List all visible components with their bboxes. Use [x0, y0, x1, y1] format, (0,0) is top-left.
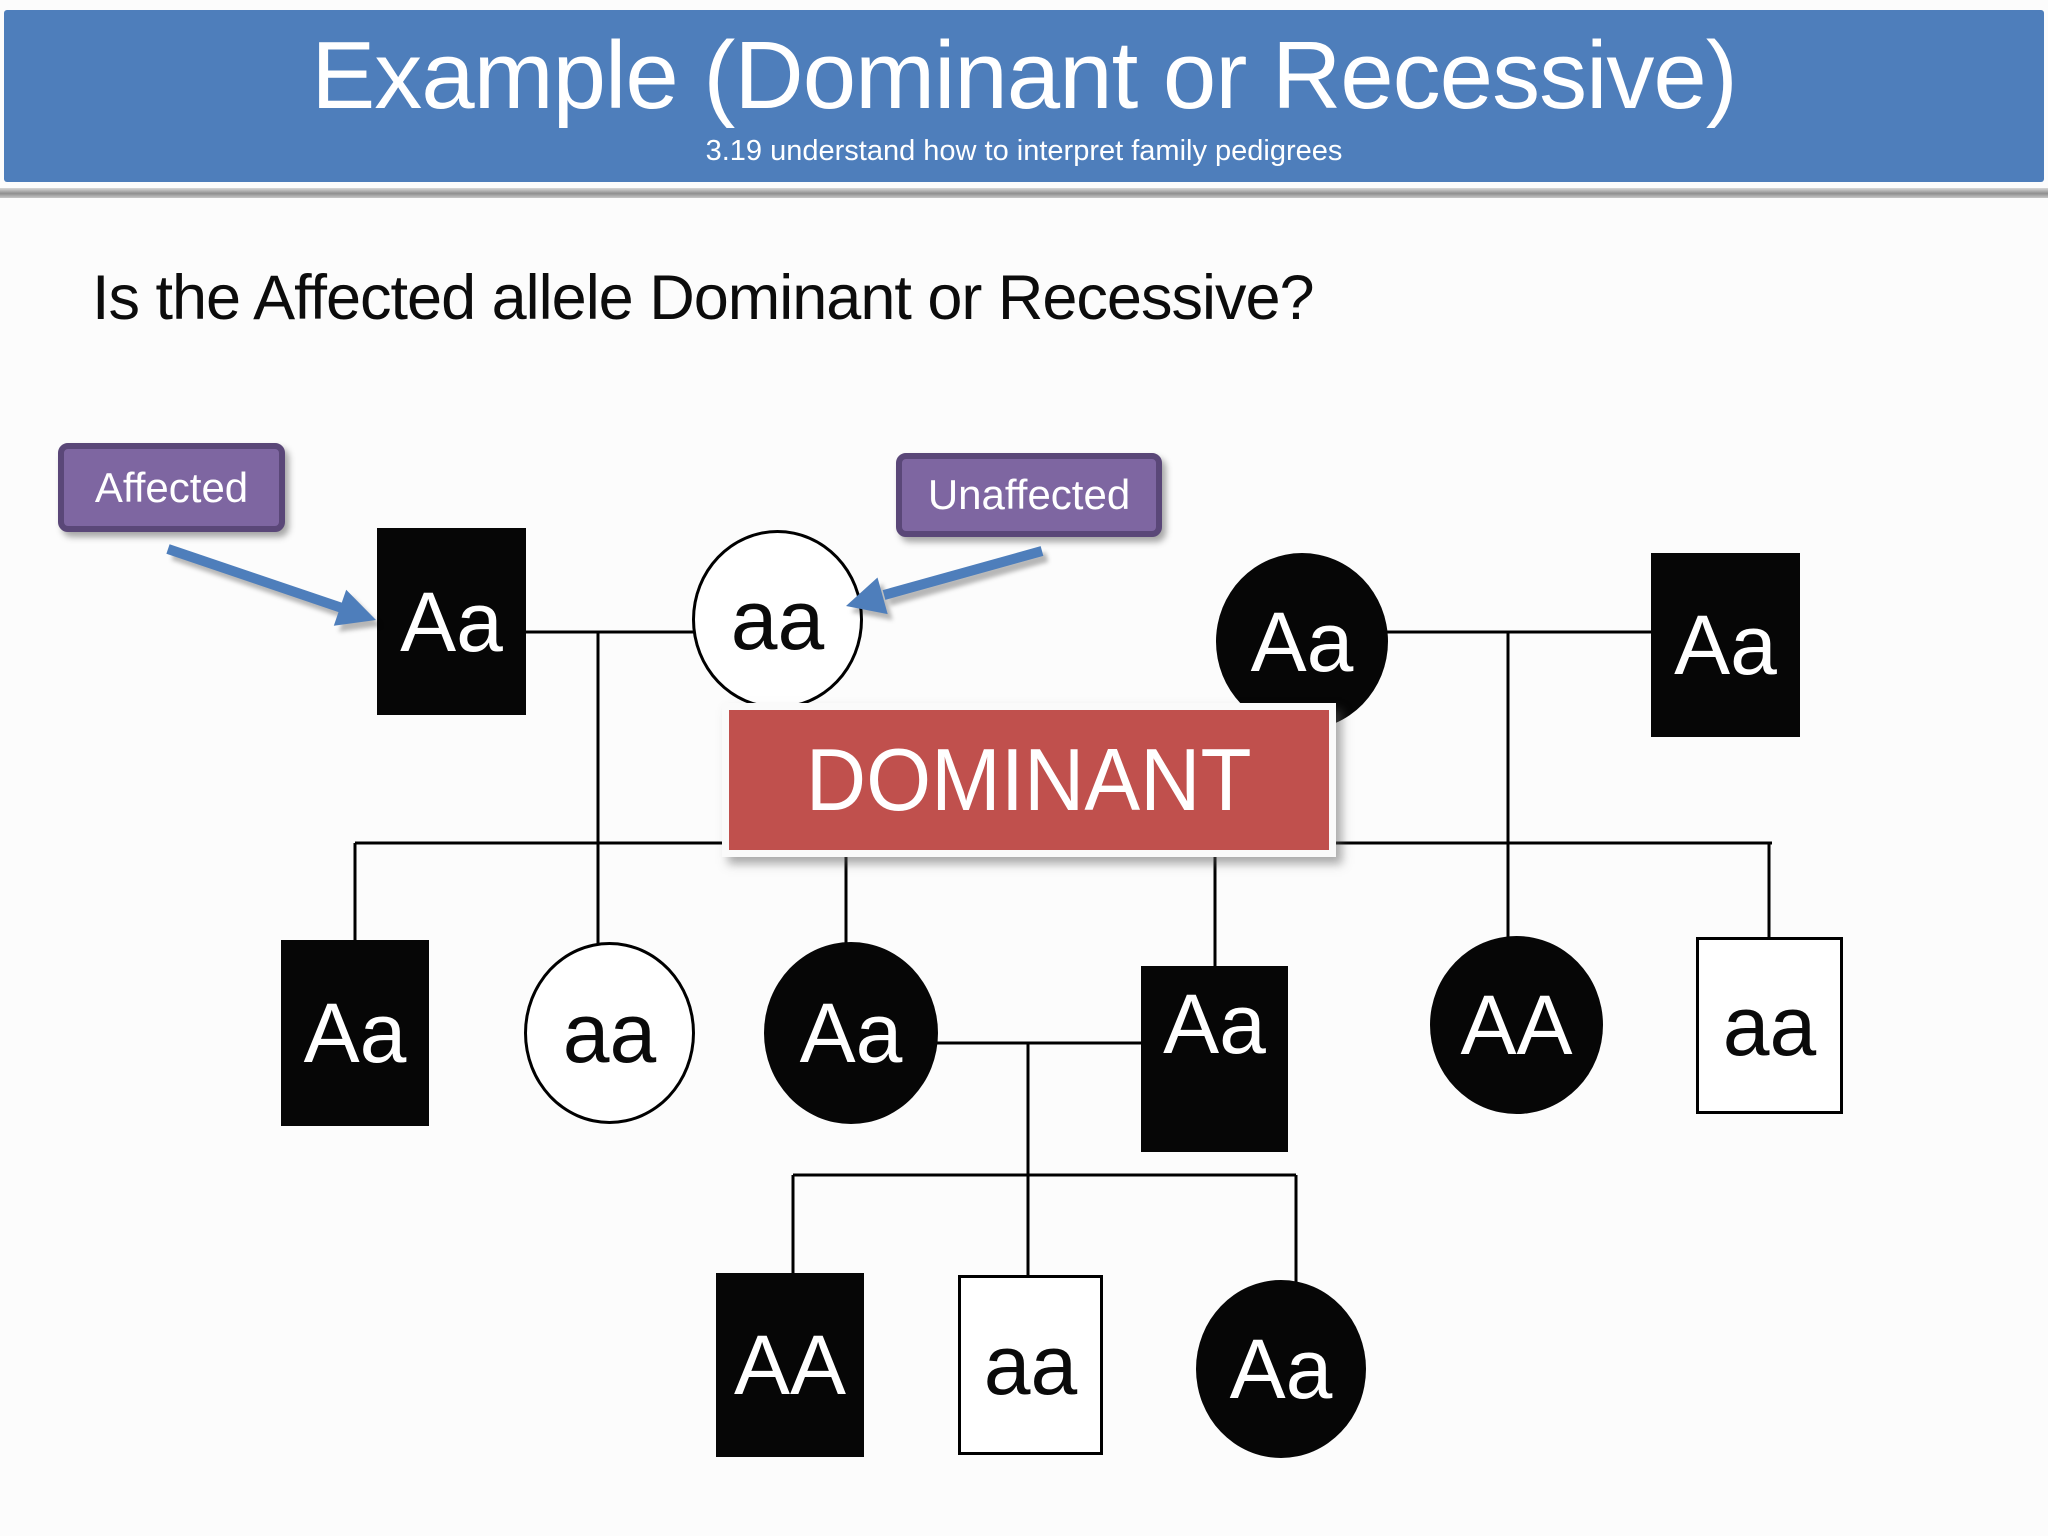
- genotype-label: Aa: [303, 986, 407, 1080]
- gen3-member-3-affected-female-circle: Aa: [1196, 1280, 1366, 1458]
- genotype-label: Aa: [799, 986, 903, 1080]
- gen1-member-3-affected-female-circle: Aa: [1216, 553, 1388, 730]
- unaffected-legend-tag: Unaffected: [896, 453, 1162, 537]
- genotype-label: Aa: [400, 574, 503, 669]
- gen1-member-4-affected-male-square: Aa: [1651, 553, 1800, 737]
- gen2-member-1-affected-male-square: Aa: [281, 940, 429, 1126]
- genotype-label: aa: [562, 986, 657, 1080]
- question-text: Is the Affected allele Dominant or Reces…: [92, 263, 1315, 333]
- genotype-label: Aa: [1674, 598, 1777, 692]
- genotype-label: AA: [1460, 978, 1573, 1072]
- gen2-member-3-affected-female-circle: Aa: [764, 942, 938, 1124]
- affected-legend-label: Affected: [94, 463, 249, 511]
- affected-legend-tag: Affected: [58, 443, 285, 532]
- gen3-member-1-affected-male-square: AA: [716, 1273, 864, 1457]
- gen1-member-1-affected-male-square: Aa: [377, 528, 526, 715]
- genotype-label: Aa: [1163, 977, 1266, 1071]
- dominant-answer-label: DOMINANT: [806, 730, 1252, 829]
- gen2-member-5-affected-female-circle: AA: [1430, 936, 1603, 1114]
- genotype-label: aa: [983, 1318, 1078, 1412]
- unaffected-arrow-icon: [846, 546, 1044, 615]
- genotype-label: aa: [730, 572, 825, 667]
- slide-header-banner: Example (Dominant or Recessive) 3.19 und…: [4, 10, 2044, 182]
- genotype-label: AA: [733, 1318, 847, 1412]
- gen1-member-2-unaffected-female-circle: aa: [692, 530, 863, 709]
- gen2-member-6-unaffected-male-square: aa: [1696, 937, 1843, 1114]
- genotype-label: Aa: [1229, 1322, 1333, 1416]
- slide-subtitle: 3.19 understand how to interpret family …: [705, 134, 1343, 167]
- slide-title: Example (Dominant or Recessive): [311, 22, 1737, 129]
- gen2-member-4-affected-male-square: Aa: [1141, 966, 1288, 1152]
- gen2-member-2-unaffected-female-circle: aa: [524, 942, 695, 1124]
- genotype-label: Aa: [1250, 594, 1354, 689]
- unaffected-legend-label: Unaffected: [927, 471, 1131, 518]
- affected-arrow-icon: [166, 544, 376, 626]
- gen3-member-2-unaffected-male-square: aa: [958, 1275, 1103, 1455]
- header-divider-bar: [0, 188, 2048, 198]
- dominant-answer-banner: DOMINANT: [722, 703, 1336, 857]
- genotype-label: aa: [1722, 978, 1817, 1073]
